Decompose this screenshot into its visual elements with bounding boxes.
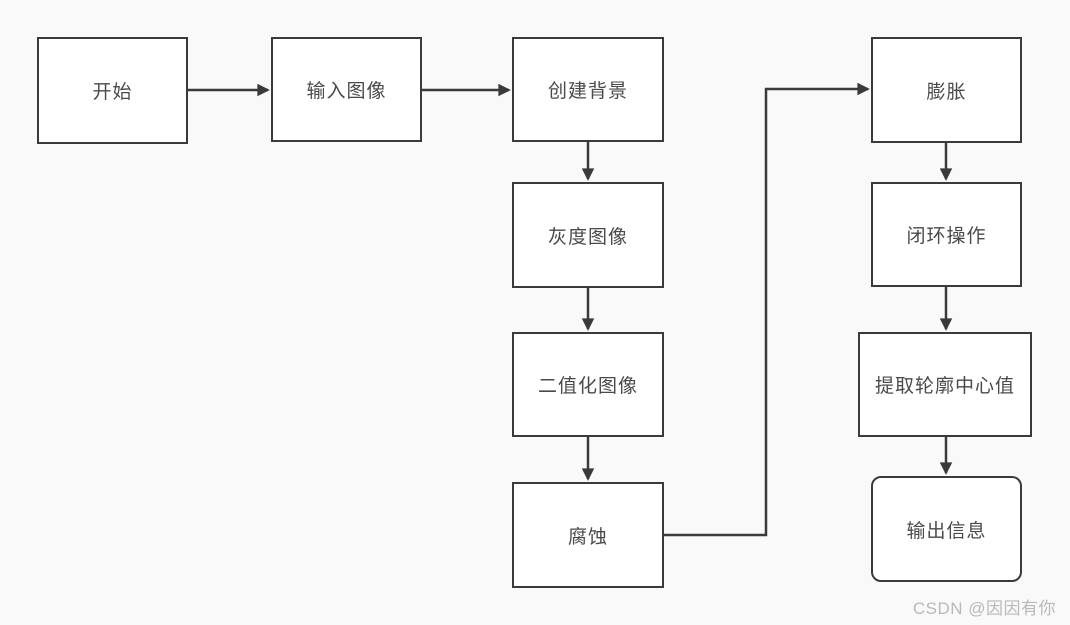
node-start: 开始 — [37, 37, 188, 144]
node-erosion: 腐蚀 — [512, 482, 664, 588]
node-output-info-label: 输出信息 — [906, 520, 987, 542]
node-dilation-label: 膨胀 — [926, 81, 967, 103]
node-input-image-label: 输入图像 — [306, 81, 387, 102]
node-closing-operation-label: 闭环操作 — [906, 226, 987, 247]
node-dilation: 膨胀 — [871, 37, 1022, 143]
node-binarized-image-label: 二值化图像 — [537, 376, 638, 397]
node-start-label: 开始 — [92, 82, 133, 103]
node-grayscale-image-label: 灰度图像 — [547, 226, 628, 248]
node-grayscale-image: 灰度图像 — [512, 182, 664, 288]
node-closing-operation: 闭环操作 — [871, 182, 1022, 287]
csdn-watermark: CSDN @因因有你 — [912, 599, 1056, 618]
node-extract-contour-center: 提取轮廓中心值 — [858, 332, 1032, 437]
edge-erosion-to-dilation — [664, 82, 870, 537]
node-input-image: 输入图像 — [271, 37, 422, 142]
node-output-info: 输出信息 — [871, 476, 1022, 582]
node-binarized-image: 二值化图像 — [512, 332, 664, 437]
node-erosion-label: 腐蚀 — [567, 526, 608, 548]
node-create-background: 创建背景 — [512, 37, 664, 142]
node-create-background-label: 创建背景 — [547, 81, 628, 102]
node-extract-contour-center-label: 提取轮廓中心值 — [874, 376, 1015, 397]
